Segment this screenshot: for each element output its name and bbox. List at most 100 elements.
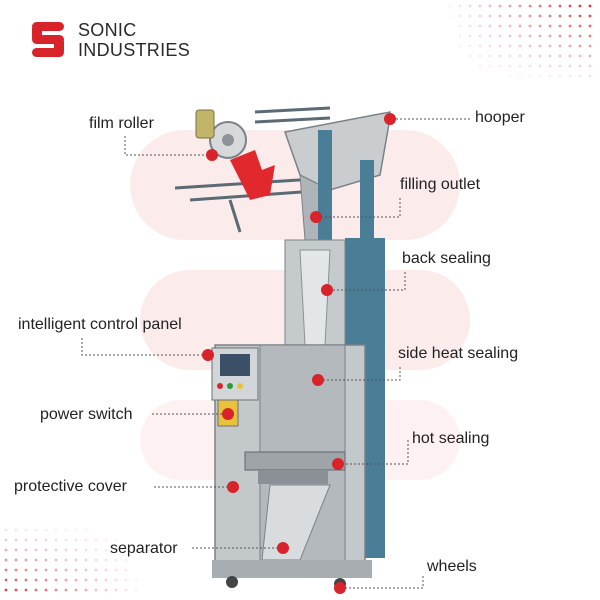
decor-dot <box>44 578 48 582</box>
decor-dot <box>518 24 522 28</box>
decor-dot <box>468 34 472 38</box>
decor-dot <box>54 568 58 572</box>
decor-dot <box>588 54 592 58</box>
decor-dot <box>74 528 78 532</box>
decor-dot <box>24 558 28 562</box>
decor-dot <box>4 528 8 532</box>
marker-hooper <box>384 113 396 125</box>
decor-dot <box>44 548 48 552</box>
label-power-switch: power switch <box>40 406 133 423</box>
decor-dot <box>528 14 532 18</box>
decor-dot <box>124 578 128 582</box>
decor-dot <box>448 4 452 8</box>
marker-power-switch <box>222 408 234 420</box>
decor-dot <box>548 4 552 8</box>
decor-dot <box>578 34 582 38</box>
decor-dot <box>4 548 8 552</box>
decor-dot <box>588 14 592 18</box>
decor-dot <box>558 14 562 18</box>
decor-dot <box>104 588 108 592</box>
decor-dot <box>74 538 78 542</box>
leader-intelligent-control-panel <box>81 338 208 356</box>
marker-side-heat-sealing <box>312 374 324 386</box>
decor-dot <box>34 528 38 532</box>
decor-dot <box>548 74 552 78</box>
decor-dot <box>488 24 492 28</box>
decor-dot <box>104 538 108 542</box>
marker-film-roller <box>206 149 218 161</box>
decor-dot <box>538 64 542 68</box>
decor-dot <box>54 578 58 582</box>
decor-dot <box>84 538 88 542</box>
decor-dot <box>518 74 522 78</box>
decor-dot <box>24 548 28 552</box>
leader-side-heat-sealing <box>318 367 401 381</box>
decor-dot <box>528 34 532 38</box>
decor-dot <box>488 4 492 8</box>
marker-back-sealing <box>321 284 333 296</box>
decor-dot <box>548 44 552 48</box>
decor-dot <box>538 74 542 78</box>
decor-dot <box>114 588 118 592</box>
decor-dot <box>508 34 512 38</box>
brand-line-2: INDUSTRIES <box>78 40 191 60</box>
decor-dot <box>34 558 38 562</box>
label-separator: separator <box>110 540 178 557</box>
decor-dot <box>538 34 542 38</box>
decor-dot <box>64 578 68 582</box>
decor-dot <box>24 568 28 572</box>
decor-dot <box>74 578 78 582</box>
decor-dot <box>578 54 582 58</box>
decor-dot <box>548 34 552 38</box>
decor-dot <box>588 24 592 28</box>
decor-dot <box>578 24 582 28</box>
decor-dot <box>64 528 68 532</box>
decor-dot <box>448 14 452 18</box>
decor-dot <box>14 578 18 582</box>
decor-dot <box>84 528 88 532</box>
decor-dot <box>528 74 532 78</box>
decor-dot <box>558 34 562 38</box>
decor-dot <box>498 54 502 58</box>
decor-dot <box>64 558 68 562</box>
brand-name: SONIC INDUSTRIES <box>78 20 190 60</box>
decor-dot <box>498 44 502 48</box>
decor-dot <box>44 588 48 592</box>
decor-dot <box>508 74 512 78</box>
decor-dot <box>94 588 98 592</box>
decor-dot <box>74 558 78 562</box>
label-protective-cover: protective cover <box>14 478 127 495</box>
decor-dot <box>44 528 48 532</box>
decor-dot <box>498 24 502 28</box>
marker-separator <box>277 542 289 554</box>
decor-dot <box>14 568 18 572</box>
decor-dot <box>4 538 8 542</box>
decor-dot <box>14 588 18 592</box>
decor-dot <box>558 64 562 68</box>
decor-dot <box>84 588 88 592</box>
leader-filling-outlet <box>316 198 401 218</box>
decor-dot <box>114 568 118 572</box>
decor-dot <box>508 4 512 8</box>
decor-dot <box>134 588 138 592</box>
decor-dot <box>84 548 88 552</box>
decor-dot <box>94 578 98 582</box>
decor-dot <box>568 54 572 58</box>
decor-dot <box>518 64 522 68</box>
decor-dot <box>568 44 572 48</box>
decor-dot <box>124 568 128 572</box>
decor-dot <box>94 568 98 572</box>
decor-dot <box>104 558 108 562</box>
decor-dot <box>94 538 98 542</box>
decor-dot <box>528 4 532 8</box>
decor-dot <box>468 54 472 58</box>
decor-dot <box>104 578 108 582</box>
decor-dot <box>64 588 68 592</box>
brand-logo: SONIC INDUSTRIES <box>28 20 190 60</box>
label-back-sealing: back sealing <box>402 250 491 267</box>
brand-line-1: SONIC <box>78 20 137 40</box>
decor-dot <box>74 548 78 552</box>
label-hot-sealing: hot sealing <box>412 430 490 447</box>
decor-dot <box>528 24 532 28</box>
